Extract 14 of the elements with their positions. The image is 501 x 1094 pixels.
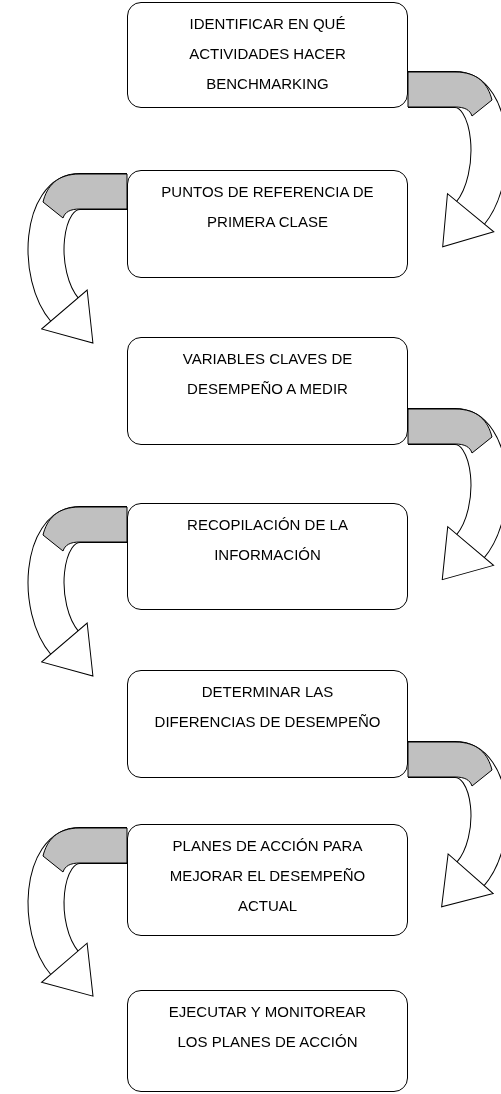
step-text: DETERMINAR LAS DIFERENCIAS DE DESEMPEÑO (153, 682, 382, 732)
step-text: IDENTIFICAR EN QUÉ ACTIVIDADES HACER BENCHMARKING (188, 14, 347, 94)
step-text: VARIABLES CLAVES DE DESEMPEÑO A MEDIR (181, 349, 354, 399)
process-box (127, 670, 408, 778)
step-text: PLANES DE ACCIÓN PARA MEJORAR EL DESEMPEÑO ACTUAL (168, 836, 367, 916)
step-text: PUNTOS DE REFERENCIA DE PRIMERA CLASE (160, 182, 375, 232)
step-text: RECOPILACIÓN DE LA INFORMACIÓN (186, 515, 349, 565)
process-box (127, 2, 408, 108)
process-box (127, 503, 408, 610)
process-box (127, 824, 408, 936)
process-box (127, 337, 408, 445)
process-box (127, 170, 408, 278)
step-text: EJECUTAR Y MONITOREAR LOS PLANES DE ACCIÓN (167, 1002, 368, 1052)
process-box (127, 990, 408, 1092)
